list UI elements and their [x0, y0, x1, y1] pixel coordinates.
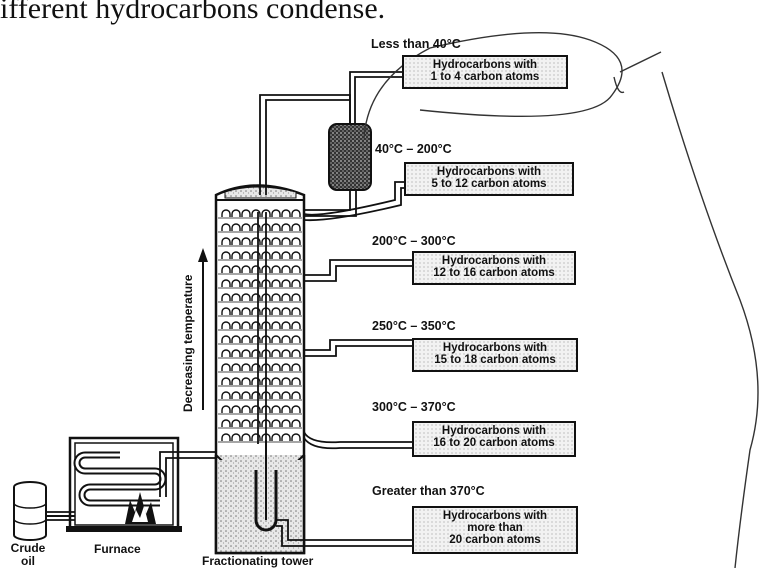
- fraction-line: Hydrocarbons with: [442, 342, 548, 354]
- fraction-line: 5 to 12 carbon atoms: [431, 178, 547, 190]
- tower-label: Fractionating tower: [202, 554, 314, 568]
- fraction-line: 16 to 20 carbon atoms: [433, 437, 555, 449]
- fraction-line: Hydrocarbons with: [441, 425, 547, 437]
- heading-text: ifferent hydrocarbons condense.: [0, 0, 386, 25]
- furnace-icon: [66, 436, 182, 532]
- fraction-line: 12 to 16 carbon atoms: [433, 267, 555, 279]
- temp-label: 250°C – 350°C: [372, 319, 456, 333]
- fraction-box: Hydrocarbons with 15 to 18 carbon atoms: [412, 338, 578, 372]
- fraction-box: Hydrocarbons with 12 to 16 carbon atoms: [412, 251, 576, 285]
- fraction-line: more than: [467, 522, 523, 534]
- handwritten-annotation: [363, 31, 759, 568]
- fraction-box: Hydrocarbons with more than 20 carbon at…: [412, 506, 578, 554]
- temp-label: 300°C – 370°C: [372, 400, 456, 414]
- fraction-line: Hydrocarbons with: [442, 510, 548, 522]
- crude-oil-barrel-icon: [13, 481, 47, 541]
- fraction-box: Hydrocarbons with 1 to 4 carbon atoms: [402, 55, 568, 89]
- fractionating-tower: [214, 184, 306, 555]
- fraction-line: 20 carbon atoms: [449, 534, 541, 546]
- fraction-box: Hydrocarbons with 16 to 20 carbon atoms: [412, 421, 576, 457]
- fraction-line: 15 to 18 carbon atoms: [434, 354, 556, 366]
- furnace-label: Furnace: [94, 542, 141, 556]
- fraction-box: Hydrocarbons with 5 to 12 carbon atoms: [404, 162, 574, 196]
- fraction-line: Hydrocarbons with: [436, 166, 542, 178]
- temp-label: 40°C – 200°C: [375, 142, 452, 156]
- crude-oil-label: Crude oil: [10, 541, 46, 568]
- temp-label: Greater than 370°C: [372, 484, 485, 498]
- fraction-line: 1 to 4 carbon atoms: [430, 71, 540, 83]
- fraction-line: Hydrocarbons with: [432, 59, 538, 71]
- axis-label: Decreasing temperature: [181, 274, 195, 412]
- temp-label: Less than 40°C: [371, 37, 461, 51]
- decreasing-temperature-arrow-icon: [198, 248, 208, 410]
- fraction-line: Hydrocarbons with: [441, 255, 547, 267]
- temp-label: 200°C – 300°C: [372, 234, 456, 248]
